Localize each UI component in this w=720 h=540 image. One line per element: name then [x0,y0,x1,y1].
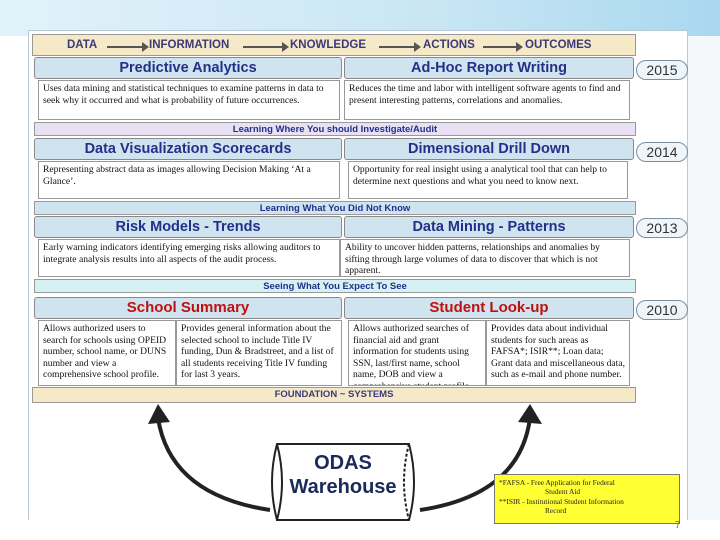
tier-2010-col-4: Provides data about individual students … [486,320,630,386]
tier-2010-col-1: Allows authorized users to search for sc… [38,320,176,386]
year-badge-2013: 2013 [636,218,688,238]
process-flow-bar: DATA INFORMATION KNOWLEDGE ACTIONS OUTCO… [32,34,636,56]
tier-2010-col-3: Allows authorized searches of financial … [348,320,486,386]
flow-arrow [379,42,421,52]
tier-2015-right-title: Ad-Hoc Report Writing [344,57,634,79]
database-icon [271,443,415,521]
year-badge-2010: 2010 [636,300,688,320]
tier-2013-band: Seeing What You Expect To See [34,279,636,293]
tier-2013-left-title: Risk Models - Trends [34,216,342,238]
flow-arrow [107,42,149,52]
flow-step-actions: ACTIONS [423,39,475,51]
tier-2010-left-title: School Summary [34,297,342,319]
tier-2014-right-text: Opportunity for real insight using a ana… [348,161,628,199]
warehouse-subtitle: Warehouse [289,476,397,498]
year-badge-2015: 2015 [636,60,688,80]
flow-arrow [483,42,523,52]
tier-2010-right-title: Student Look-up [344,297,634,319]
left-arrowhead [148,404,170,424]
page-number: 7 [675,520,681,531]
flow-step-information: INFORMATION [149,39,230,51]
warehouse-title: ODAS [314,452,372,474]
tier-2013-right-text: Ability to uncover hidden patterns, rela… [340,239,630,277]
note-line: **ISIR - Institutional Student Informati… [499,496,624,506]
flow-arrow [243,42,289,52]
flow-step-outcomes: OUTCOMES [525,39,592,51]
right-arrowhead [518,404,542,424]
tier-2013-right-title: Data Mining - Patterns [344,216,634,238]
slide-margin [688,36,720,520]
tier-2014-left-title: Data Visualization Scorecards [34,138,342,160]
odas-warehouse-cylinder: ODAS Warehouse [265,436,421,528]
tier-2015-right-text: Reduces the time and labor with intellig… [344,80,630,120]
tier-2014-right-title: Dimensional Drill Down [344,138,634,160]
note-line: Student Aid [545,487,581,497]
tier-2014-left-text: Representing abstract data as images all… [38,161,340,199]
year-badge-2014: 2014 [636,142,688,162]
tier-2015-left-text: Uses data mining and statistical techniq… [38,80,340,120]
note-line: *FAFSA - Free Application for Federal [499,478,615,487]
tier-2015-band: Learning Where You should Investigate/Au… [34,122,636,136]
tier-2013-left-text: Early warning indicators identifying eme… [38,239,340,277]
tier-2015-left-title: Predictive Analytics [34,57,342,79]
tier-2014-band: Learning What You Did Not Know [34,201,636,215]
flow-step-data: DATA [67,39,98,51]
foundation-systems-bar: FOUNDATION ~ SYSTEMS [32,387,636,403]
flow-step-knowledge: KNOWLEDGE [290,39,367,51]
note-line: Record [545,506,567,516]
acronym-note: *FAFSA - Free Application for Federal St… [494,474,680,524]
left-curved-arrow [156,417,271,512]
tier-2010-col-2: Provides general information about the s… [176,320,342,386]
